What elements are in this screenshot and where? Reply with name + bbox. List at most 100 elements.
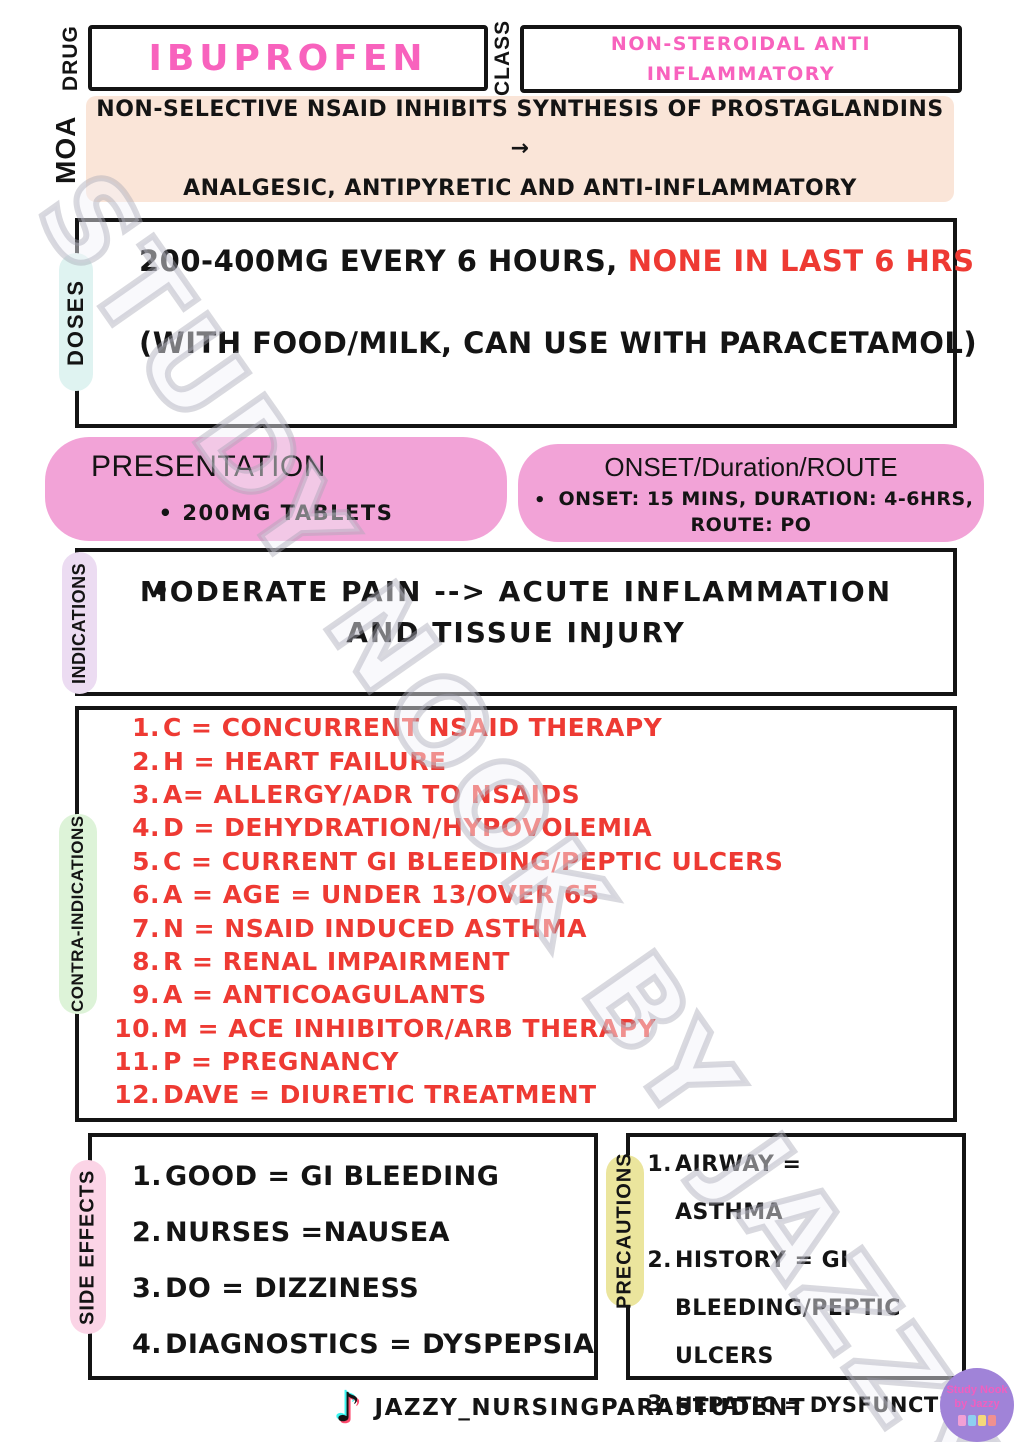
item-number: 2. xyxy=(131,1216,162,1248)
onset-line1: ONSET: 15 MINS, DURATION: 4-6HRS, xyxy=(558,488,974,510)
contraindication-item: 4.D = DEHYDRATION/HYPOVOLEMIA xyxy=(98,811,783,844)
item-text: AIRWAY = ASTHMA xyxy=(675,1152,802,1225)
item-number: 6. xyxy=(132,880,160,910)
presentation-panel: PRESENTATION • 200MG TABLETS xyxy=(45,437,507,541)
contraindication-item: 2.H = HEART FAILURE xyxy=(98,744,783,777)
item-text: NURSES =NAUSEA xyxy=(165,1216,451,1248)
drug-section-label: DRUG xyxy=(59,25,82,91)
item-text: DAVE = DIURETIC TREATMENT xyxy=(163,1080,597,1110)
dose-warning: NONE IN LAST 6 HRS xyxy=(627,244,975,278)
moa-section-label: MOA xyxy=(50,115,81,185)
precaution-item: 1.AIRWAY = ASTHMA xyxy=(640,1141,956,1237)
presentation-item-text: 200MG TABLETS xyxy=(182,501,394,525)
drug-class-line1: NON-STEROIDAL ANTI xyxy=(610,32,872,55)
item-text: P = PREGNANCY xyxy=(163,1047,399,1077)
moa-text-line2: ANALGESIC, ANTIPYRETIC AND ANTI-INFLAMMA… xyxy=(183,175,857,201)
drug-class-line2: INFLAMMATORY xyxy=(646,63,836,85)
dose-line1: 200-400MG EVERY 6 HOURS, NONE IN LAST 6 H… xyxy=(139,244,974,278)
item-text: A= ALLERGY/ADR TO NSAIDS xyxy=(163,779,581,809)
contraindication-item: 11.P = PREGNANCY xyxy=(98,1045,783,1078)
indications-section-label: INDICATIONS xyxy=(62,552,97,694)
side-effects-list: 1.GOOD = GI BLEEDING 2.NURSES =NAUSEA 3.… xyxy=(120,1148,595,1372)
logo-characters xyxy=(958,1414,996,1426)
side-effects-section-label: SIDE EFFECTS xyxy=(70,1160,106,1334)
bullet-dot: • xyxy=(151,574,171,609)
item-number: 5. xyxy=(132,846,160,876)
moa-panel: NON-SELECTIVE NSAID INHIBITS SYNTHESIS O… xyxy=(86,96,954,202)
contraindication-item: 8.R = RENAL IMPAIRMENT xyxy=(98,945,783,978)
onset-panel: ONSET/Duration/ROUTE • ONSET: 15 MINS, D… xyxy=(518,444,984,542)
contraindication-item: 7.N = NSAID INDUCED ASTHMA xyxy=(98,911,783,944)
drug-name: IBUPROFEN xyxy=(148,37,428,79)
onset-title: ONSET/Duration/ROUTE xyxy=(604,452,898,482)
side-effect-item: 2.NURSES =NAUSEA xyxy=(120,1204,595,1260)
item-text: DO = DIZZINESS xyxy=(165,1272,420,1304)
side-effect-item: 4.DIAGNOSTICS = DYSPEPSIA xyxy=(120,1316,595,1372)
item-text: C = CURRENT GI BLEEDING/PEPTIC ULCERS xyxy=(163,846,784,876)
item-text: M = ACE INHIBITOR/ARB THERAPY xyxy=(163,1013,657,1043)
side-effect-item: 3.DO = DIZZINESS xyxy=(120,1260,595,1316)
item-text: D = DEHYDRATION/HYPOVOLEMIA xyxy=(163,813,653,843)
item-number: 1. xyxy=(131,1160,162,1192)
precautions-section-label: PRECAUTIONS xyxy=(606,1153,644,1309)
contraindication-item: 10.M = ACE INHIBITOR/ARB THERAPY xyxy=(98,1012,783,1045)
item-text: A = ANTICOAGULANTS xyxy=(163,980,487,1010)
item-number: 1. xyxy=(132,713,160,743)
moa-text-line1: NON-SELECTIVE NSAID INHIBITS SYNTHESIS O… xyxy=(96,96,944,162)
item-text: A = AGE = UNDER 13/OVER 65 xyxy=(163,880,600,910)
contraindication-item: 3.A= ALLERGY/ADR TO NSAIDS xyxy=(98,778,783,811)
onset-line2: ROUTE: PO xyxy=(690,514,812,536)
item-text: H = HEART FAILURE xyxy=(163,746,447,776)
drug-class-box: NON-STEROIDAL ANTI INFLAMMATORY xyxy=(520,25,962,93)
doses-panel: 200-400MG EVERY 6 HOURS, NONE IN LAST 6 H… xyxy=(75,218,978,428)
item-number: 1. xyxy=(647,1152,672,1177)
item-text: DIAGNOSTICS = DYSPEPSIA xyxy=(165,1328,595,1360)
item-number: 4. xyxy=(131,1328,162,1360)
dose-amount: 200-400MG EVERY 6 HOURS, xyxy=(139,244,618,278)
footer: ♪ JAZZY_NURSINGPARASTUDENT xyxy=(335,1388,806,1428)
item-number: 3. xyxy=(131,1272,162,1304)
presentation-title: PRESENTATION xyxy=(91,450,326,483)
indications-line2: AND TISSUE INJURY xyxy=(346,615,686,649)
item-number: 4. xyxy=(132,813,160,843)
item-text: GOOD = GI BLEEDING xyxy=(165,1160,500,1192)
class-section-label: CLASS xyxy=(491,19,514,97)
bullet-dot: • xyxy=(534,490,546,511)
contraindications-panel xyxy=(75,706,957,1122)
indications-panel: • MODERATE PAIN --> ACUTE INFLAMMATION A… xyxy=(75,548,957,696)
indications-line1: MODERATE PAIN --> ACUTE INFLAMMATION xyxy=(139,575,893,608)
precaution-item: 3.HEPATIC = DYSFUNCTION xyxy=(640,1381,983,1429)
tiktok-handle: JAZZY_NURSINGPARASTUDENT xyxy=(374,1395,807,1421)
study-nook-logo: Study Nook by Jazzy xyxy=(940,1368,1014,1442)
contraindications-section-label: CONTRA-INDICATIONS xyxy=(59,814,97,1014)
precautions-list: 1.AIRWAY = ASTHMA 2.HISTORY = GI BLEEDIN… xyxy=(640,1141,983,1429)
dose-line2: (WITH FOOD/MILK, CAN USE WITH PARACETAMO… xyxy=(139,326,978,360)
logo-text-line1: Study Nook xyxy=(946,1384,1008,1397)
contraindication-item: 9.A = ANTICOAGULANTS xyxy=(98,978,783,1011)
contraindications-list: 1.C = CONCURRENT NSAID THERAPY 2.H = HEA… xyxy=(98,711,783,1112)
bullet-dot: • xyxy=(158,501,174,525)
item-number: 2. xyxy=(132,746,160,776)
item-text: R = RENAL IMPAIRMENT xyxy=(163,946,510,976)
item-text: N = NSAID INDUCED ASTHMA xyxy=(163,913,588,943)
item-number: 9. xyxy=(132,980,160,1010)
item-number: 11. xyxy=(114,1047,160,1077)
side-effect-item: 1.GOOD = GI BLEEDING xyxy=(120,1148,595,1204)
precautions-panel xyxy=(626,1133,966,1380)
item-number: 3. xyxy=(647,1392,672,1417)
drug-name-box: IBUPROFEN xyxy=(88,25,488,91)
indications-text: MODERATE PAIN --> ACUTE INFLAMMATION AND… xyxy=(79,572,953,653)
contraindication-item: 1.C = CONCURRENT NSAID THERAPY xyxy=(98,711,783,744)
item-number: 10. xyxy=(114,1013,160,1043)
item-text: HEPATIC = DYSFUNCTION xyxy=(675,1393,984,1417)
tiktok-icon: ♪ xyxy=(335,1385,361,1431)
item-text: HISTORY = GI BLEEDING/PEPTIC ULCERS xyxy=(675,1248,901,1369)
item-number: 12. xyxy=(114,1080,160,1110)
item-number: 3. xyxy=(132,779,160,809)
contraindication-item: 12.DAVE = DIURETIC TREATMENT xyxy=(98,1078,783,1111)
precaution-item: 2.HISTORY = GI BLEEDING/PEPTIC ULCERS xyxy=(640,1237,956,1381)
logo-text-line2: by Jazzy xyxy=(954,1398,1000,1410)
doses-section-label: DOSES xyxy=(59,253,93,391)
item-text: C = CONCURRENT NSAID THERAPY xyxy=(163,713,663,743)
